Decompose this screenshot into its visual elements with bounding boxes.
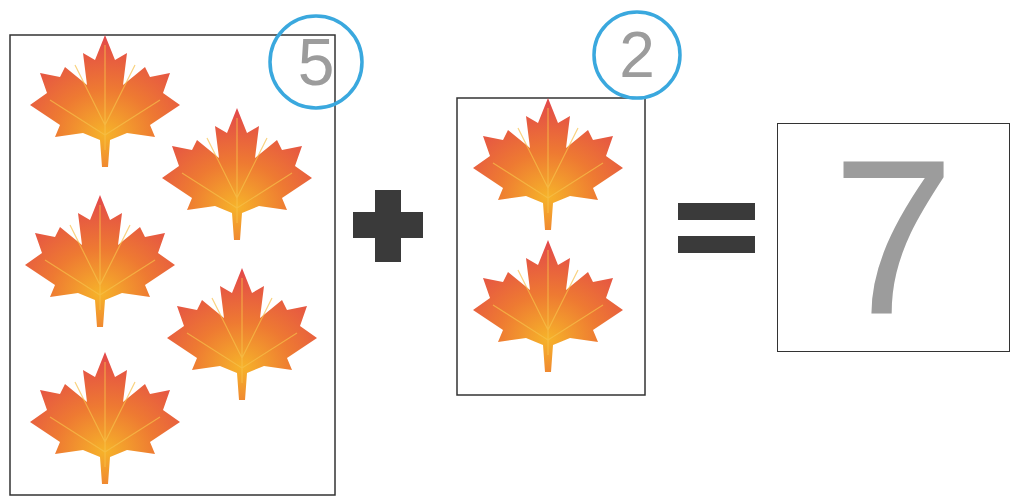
maple-leaf bbox=[30, 35, 180, 167]
maple-leaf bbox=[167, 268, 317, 400]
maple-leaf bbox=[473, 240, 623, 372]
handwritten-number: 7 bbox=[832, 128, 954, 348]
maple-leaf bbox=[473, 98, 623, 230]
number-circle: 2 bbox=[592, 10, 682, 100]
plus-sign bbox=[353, 190, 423, 262]
leaf-box bbox=[457, 98, 645, 395]
circle-outline bbox=[594, 12, 680, 98]
answer-box: 7 bbox=[777, 123, 1010, 352]
handwritten-number: 5 bbox=[298, 29, 335, 95]
handwritten-number: 2 bbox=[619, 23, 655, 87]
maple-leaf bbox=[30, 352, 180, 484]
equals-sign bbox=[678, 203, 755, 253]
leaf-box bbox=[10, 35, 335, 495]
number-circle: 5 bbox=[268, 14, 364, 110]
circle-outline bbox=[270, 16, 362, 108]
maple-leaf bbox=[162, 108, 312, 240]
maple-leaf bbox=[25, 195, 175, 327]
